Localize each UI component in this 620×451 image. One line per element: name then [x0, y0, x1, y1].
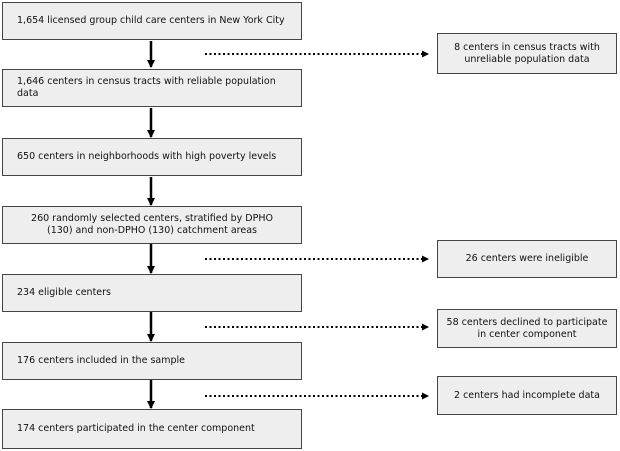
exclusion-box-2: 26 centers were ineligible: [437, 240, 617, 278]
step-label-4: 260 randomly selected centers, stratifie…: [31, 213, 273, 236]
exclusion-box-3: 58 centers declined to participate in ce…: [437, 309, 617, 348]
exclusion-box-1: 8 centers in census tracts with unreliab…: [437, 33, 617, 74]
exclusion-label-2: 26 centers were ineligible: [465, 253, 589, 265]
step-box-5: 234 eligible centers: [2, 274, 302, 312]
exclusion-label-1: 8 centers in census tracts with unreliab…: [454, 41, 600, 65]
step-box-2: 1,646 centers in census tracts with reli…: [2, 69, 302, 107]
exclusion-label-3: 58 centers declined to participate in ce…: [446, 316, 608, 340]
step-label-3: 650 centers in neighborhoods with high p…: [17, 151, 277, 163]
step-box-1: 1,654 licensed group child care centers …: [2, 2, 302, 40]
step-box-3: 650 centers in neighborhoods with high p…: [2, 138, 302, 176]
step-label-6: 176 centers included in the sample: [17, 355, 185, 367]
exclusion-label-4: 2 centers had incomplete data: [454, 389, 600, 401]
step-box-7: 174 centers participated in the center c…: [2, 409, 302, 449]
step-label-1: 1,654 licensed group child care centers …: [17, 15, 285, 27]
step-label-7: 174 centers participated in the center c…: [17, 423, 255, 435]
step-label-2: 1,646 centers in census tracts with reli…: [17, 76, 276, 99]
step-box-4: 260 randomly selected centers, stratifie…: [2, 206, 302, 244]
step-box-6: 176 centers included in the sample: [2, 342, 302, 380]
step-label-5: 234 eligible centers: [17, 287, 111, 299]
exclusion-box-4: 2 centers had incomplete data: [437, 376, 617, 415]
